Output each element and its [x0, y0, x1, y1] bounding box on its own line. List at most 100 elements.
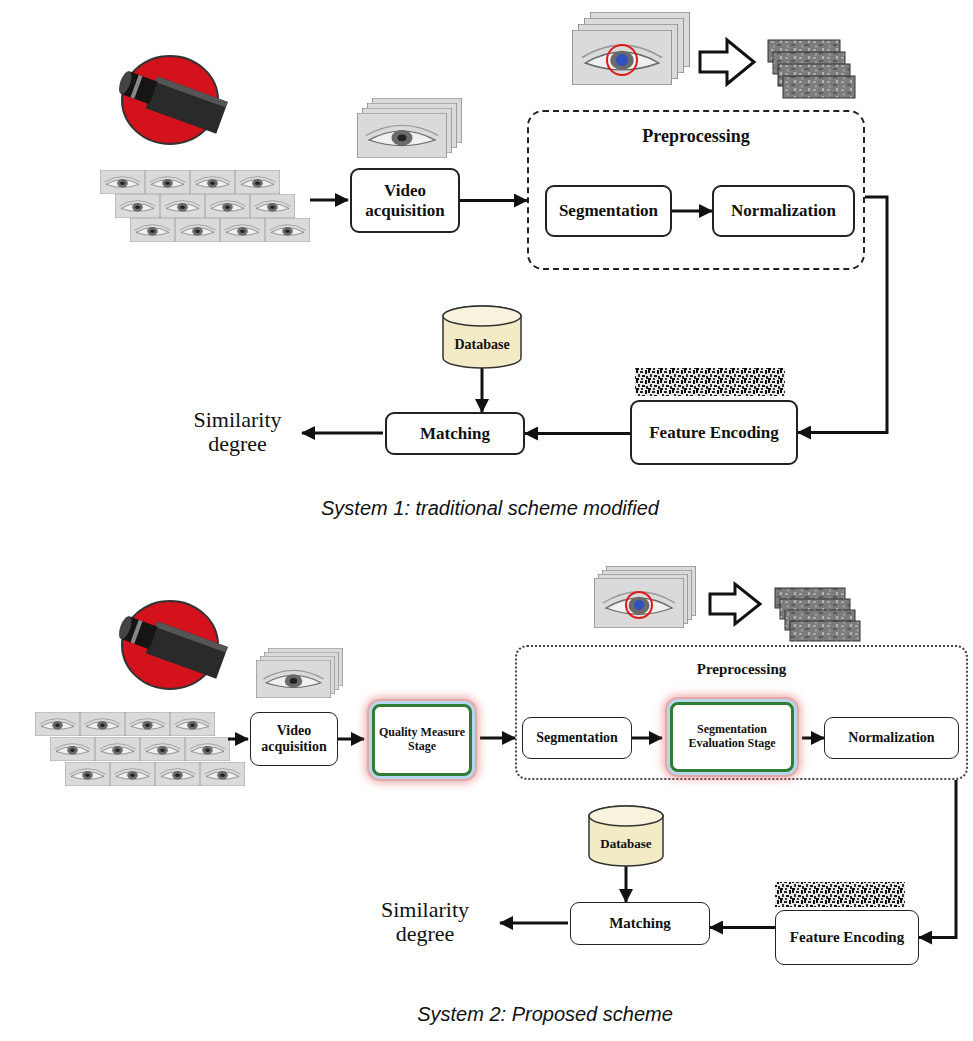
process-box: Feature Encoding	[775, 910, 919, 965]
video-frames	[185, 737, 230, 761]
camera-icon	[146, 76, 228, 134]
camera-icon	[155, 76, 228, 107]
box-label: Database	[600, 837, 651, 852]
video-frames	[160, 194, 205, 218]
stage-group: PreprocessingSegmentationSegmentation Ev…	[515, 645, 968, 780]
process-box: Segmentation	[522, 717, 632, 759]
database-cylinder: Database	[588, 806, 664, 866]
video-frames	[145, 170, 190, 194]
video-frames	[65, 762, 110, 786]
segmented-eyes	[626, 592, 652, 618]
box-label: Normalization	[731, 201, 836, 221]
input-arrow	[228, 738, 248, 741]
flow-arrow	[481, 368, 484, 412]
camera-icon	[116, 70, 134, 96]
input-arrow	[310, 199, 348, 202]
video-frames	[175, 218, 220, 242]
segmented-eyes	[572, 30, 672, 85]
video-frames	[220, 218, 265, 242]
database-cylinder: Database	[442, 306, 522, 368]
video-frames	[200, 762, 245, 786]
flow-arrow	[802, 737, 824, 740]
process-box: Normalization	[824, 717, 959, 759]
eye-stack	[256, 648, 343, 698]
box-label: Matching	[609, 915, 671, 932]
video-frames	[100, 170, 310, 242]
flow-arrow	[460, 199, 527, 202]
video-frames	[125, 712, 170, 736]
video-frames	[190, 170, 235, 194]
video-frames	[115, 194, 160, 218]
process-box: Video acquisition	[350, 168, 460, 233]
process-box: Feature Encoding	[630, 400, 798, 465]
camera-icon	[115, 65, 228, 134]
camera-icon	[115, 610, 228, 679]
added-stage-box: Segmentation Evaluation Stage	[670, 702, 794, 772]
group-title: Preprocessing	[529, 126, 863, 147]
video-frames	[35, 712, 245, 786]
video-frames	[130, 218, 175, 242]
box-label: Feature Encoding	[649, 423, 779, 443]
box-label: Segmentation	[536, 730, 618, 746]
added-stage-box: Quality Measure Stage	[372, 704, 472, 776]
camera-icon	[131, 620, 143, 644]
flow-arrow	[525, 432, 630, 435]
video-frames	[155, 762, 200, 786]
video-frames	[95, 737, 140, 761]
video-frames	[250, 194, 295, 218]
transform-arrow	[700, 40, 754, 84]
output-label: Similarity degree	[355, 898, 495, 946]
video-frames	[170, 712, 215, 736]
video-frames	[80, 712, 125, 736]
camera-icon	[146, 621, 228, 679]
video-frames	[205, 194, 250, 218]
flow-arrow	[338, 738, 364, 741]
process-box: Normalization	[712, 185, 855, 237]
normalized-strips	[783, 76, 855, 98]
output-arrow	[500, 922, 568, 925]
stage-group: PreprocessingSegmentation Normalization	[527, 110, 865, 270]
box-label: Normalization	[848, 730, 934, 746]
video-frames	[265, 218, 310, 242]
camera-icon	[131, 75, 143, 99]
camera-icon	[155, 621, 228, 652]
flow-arrow	[632, 737, 662, 740]
segmented-eyes	[594, 578, 684, 628]
cylinder-body	[443, 306, 521, 368]
box-label: Matching	[420, 424, 490, 444]
flow-arrow	[480, 737, 515, 740]
cylinder-body	[589, 806, 663, 866]
process-box: Segmentation	[545, 185, 672, 237]
box-label: Feature Encoding	[790, 929, 904, 946]
camera-icon	[115, 56, 228, 144]
figure-caption: System 2: Proposed scheme	[335, 1003, 755, 1025]
flow-arrow	[710, 926, 775, 929]
eye-stack	[357, 98, 462, 158]
video-frames	[110, 762, 155, 786]
box-label: Segmentation Evaluation Stage	[673, 723, 791, 751]
segmented-eyes	[572, 12, 690, 85]
segmented-eyes	[594, 566, 696, 628]
normalized-strips	[775, 588, 860, 641]
segmented-eyes	[607, 45, 637, 75]
box-label: Video acquisition	[251, 723, 337, 755]
eye-stack	[357, 113, 447, 158]
cylinder-top	[589, 806, 663, 826]
output-arrow	[302, 432, 383, 435]
flow-arrow	[672, 210, 712, 213]
eye-stack	[256, 660, 331, 698]
video-frames	[235, 170, 280, 194]
camera-icon	[116, 615, 134, 641]
cylinder-top	[443, 306, 521, 326]
camera-icon	[115, 601, 228, 689]
normalized-strips	[768, 40, 855, 98]
video-frames	[140, 737, 185, 761]
iris-code	[635, 368, 785, 396]
box-label: Database	[454, 337, 509, 353]
box-label: Segmentation	[559, 201, 658, 221]
process-box: Matching	[385, 412, 525, 455]
flow-arrow	[919, 780, 956, 938]
flow-arrow	[625, 866, 628, 902]
